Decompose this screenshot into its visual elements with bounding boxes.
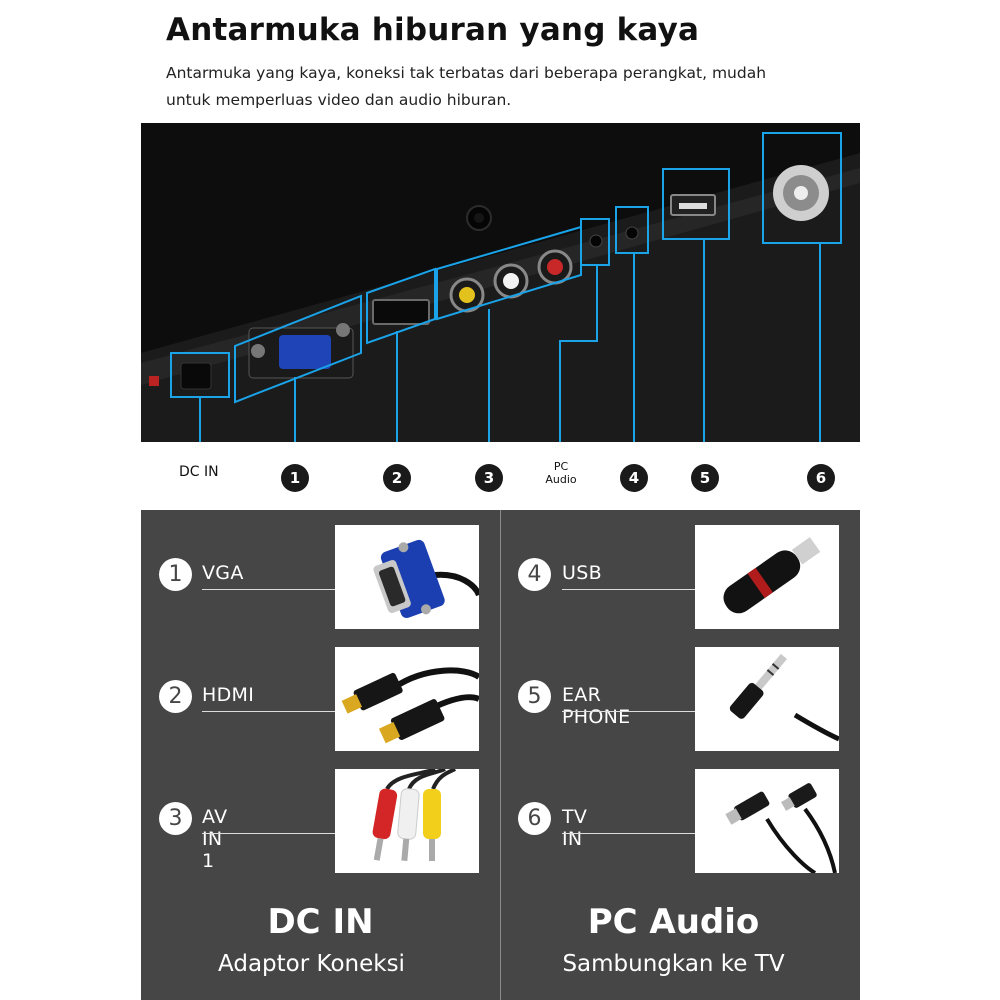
port-number-badge: 3 [159, 802, 192, 835]
marker-5: 5 [691, 464, 719, 492]
port-label: VGA [202, 562, 244, 584]
rca-cable-icon [335, 769, 479, 873]
tv-ports-illustration [141, 123, 860, 442]
tv-ports-photo [141, 123, 860, 442]
port-underline [562, 711, 695, 712]
page-description: Antarmuka yang kaya, koneksi tak terbata… [166, 64, 767, 109]
page-title: Antarmuka hiburan yang kaya [166, 12, 700, 48]
port-underline [562, 589, 695, 590]
pc-audio-label-line1: PC [553, 460, 569, 473]
marker-2: 2 [383, 464, 411, 492]
dc-in-label: DC IN [179, 464, 219, 480]
port-label: TV IN [562, 806, 588, 850]
usb-drive-icon [695, 525, 839, 629]
port-label: USB [562, 562, 602, 584]
marker-1: 1 [281, 464, 309, 492]
port-number-badge: 2 [159, 680, 192, 713]
port-underline [202, 711, 335, 712]
port-underline [202, 833, 335, 834]
pc-audio-label: PC Audio [531, 460, 591, 486]
pc-audio-label-line2: Audio [545, 473, 577, 486]
port-labels-row: DC IN 1 2 3 PC Audio 4 5 6 [0, 442, 1000, 502]
pc-audio-title: PC Audio [587, 902, 760, 942]
port-label: HDMI [202, 684, 255, 706]
antenna-cable-icon [695, 769, 839, 873]
port-number-badge: 6 [518, 802, 551, 835]
port-label: EAR PHONE [562, 684, 631, 728]
port-number-badge: 5 [518, 680, 551, 713]
port-number-badge: 1 [159, 558, 192, 591]
audio-jack-icon [695, 647, 839, 751]
pc-audio-subtitle: Sambungkan ke TV [562, 951, 785, 977]
dc-in-title: DC IN [267, 902, 374, 942]
marker-4: 4 [620, 464, 648, 492]
port-number-badge: 4 [518, 558, 551, 591]
marker-3: 3 [475, 464, 503, 492]
port-underline [202, 589, 335, 590]
vga-cable-icon [335, 525, 479, 629]
hdmi-cable-icon [335, 647, 479, 751]
panel-divider [500, 510, 501, 1000]
marker-6: 6 [807, 464, 835, 492]
dc-in-subtitle: Adaptor Koneksi [218, 951, 405, 977]
port-label: AV IN 1 [202, 806, 228, 872]
port-underline [562, 833, 695, 834]
